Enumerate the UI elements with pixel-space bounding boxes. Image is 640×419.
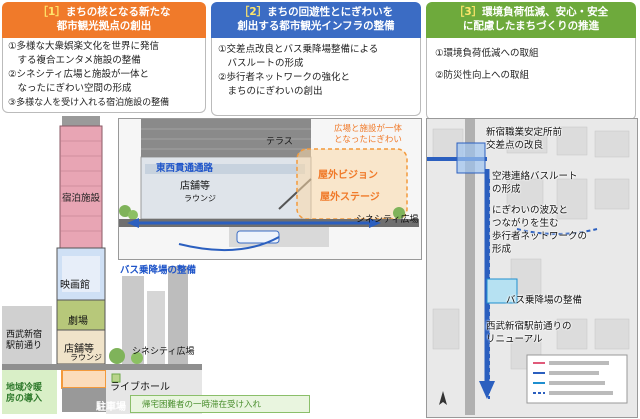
passage-label: 東西貫通通路 (156, 163, 214, 174)
panel-2-title-line2: 創出する都市観光インフラの整備 (237, 20, 395, 32)
map-renewal-label: 西武新宿駅前通りの リニューアル (486, 321, 572, 345)
outdoor-vision-label: 屋外ビジョン (318, 170, 378, 181)
lounge-label: ラウンジ (70, 353, 102, 362)
panel-2-item: バスルートの形成 (218, 58, 304, 69)
panel-2: ［2］まちの回遊性とにぎわいを 創出する都市観光インフラの整備 ①交差点改良とバ… (211, 2, 421, 116)
panel-2-body: ①交差点改良とバス乗降場整備による バスルートの形成 ②歩行者ネットワークの強化… (211, 38, 421, 116)
panel-3-number: ［3］ (453, 6, 483, 18)
section-shops-label: 店舗等 (180, 181, 210, 192)
panel-2-item: まちのにぎわいの創出 (218, 86, 323, 97)
map-network-label: にぎわいの波及と つながりを生む 歩行者ネットワークの 形成 (492, 205, 588, 255)
panel-3-item: ②防災性向上への取組 (435, 70, 530, 81)
panel-1-title-line2: 都市観光拠点の創出 (56, 20, 152, 32)
panel-3-item: ①環境負荷低減への取組 (435, 48, 539, 59)
terrace-label: テラス (266, 137, 293, 147)
panel-2-header: ［2］まちの回遊性とにぎわいを 創出する都市観光インフラの整備 (211, 2, 421, 38)
panel-2-item: ①交差点改良とバス乗降場整備による (218, 44, 379, 55)
cinema-label: 映画館 (60, 280, 90, 291)
section-diagram (119, 119, 419, 252)
panel-2-item: ②歩行者ネットワークの強化と (218, 72, 351, 83)
panel-3-body: ①環境負荷低減への取組 ②防災性向上への取組 (426, 38, 636, 120)
map-diagram (427, 119, 630, 415)
panel-3-header: ［3］環境負荷低減、安心・安全 に配慮したまちづくりの推進 (426, 2, 636, 38)
panel-3-title-line2: に配慮したまちづくりの推進 (462, 20, 600, 32)
panel-1-number: ［1］ (37, 6, 66, 18)
district-cooling-label: 地域冷暖 房の導入 (6, 383, 43, 404)
map-bus-stop-label: バス乗降場の整備 (506, 295, 583, 306)
panel-1-item: する複合エンタメ施設の整備 (8, 55, 141, 66)
panel-2-title-line1: まちの回遊性とにぎわいを (267, 6, 394, 18)
cinecity-label-building: シネシティ広場 (132, 347, 195, 357)
hotel-label: 宿泊施設 (61, 193, 100, 204)
panel-1-item: ③多様な人を受け入れる宿泊施設の整備 (8, 98, 170, 108)
panel-1-header: ［1］まちの核となる新たな 都市観光拠点の創出 (2, 2, 206, 38)
parking-label: 駐車場 (96, 402, 126, 413)
panel-3: ［3］環境負荷低減、安心・安全 に配慮したまちづくりの推進 ①環境負荷低減への取… (426, 2, 636, 120)
panel-1-item: ②シネシティ広場と施設が一体と (8, 69, 149, 80)
panel-1-title-line1: まちの核となる新たな (65, 6, 171, 18)
theater-label: 劇場 (68, 316, 88, 327)
section-cinecity-label: シネシティ広場 (356, 215, 419, 225)
west-street-label: 西武新宿 駅前通り (6, 330, 43, 351)
panel-2-number: ［2］ (238, 6, 268, 18)
section-lounge-label: ラウンジ (184, 194, 216, 203)
evacuee-box (130, 395, 310, 413)
panel-1-body: ①多様な大衆娯楽文化を世界に発信 する複合エンタメ施設の整備 ②シネシティ広場と… (2, 38, 206, 113)
map-intersection-label: 新宿職業安定所前 交差点の改良 (486, 127, 563, 151)
shops-label: 店舗等 (64, 344, 94, 355)
section-bus-stop-label: バス乗降場の整備 (120, 265, 197, 276)
panel-1: ［1］まちの核となる新たな 都市観光拠点の創出 ①多様な大衆娯楽文化を世界に発信… (2, 2, 206, 113)
evacuee-label: 帰宅困難者の一時滞在受け入れ (142, 400, 262, 410)
panel-1-item: なったにぎわい空間の形成 (8, 83, 132, 94)
plaza-note-label: 広場と施設が一体 となったにぎわい (334, 124, 403, 145)
map-bus-route-label: 空港連絡バスルート の形成 (492, 171, 578, 195)
outdoor-stage-label: 屋外ステージ (320, 192, 380, 203)
livehall-label: ライブホール (110, 382, 170, 393)
panel-3-title-line1: 環境負荷低減、安心・安全 (482, 6, 609, 18)
panel-1-item: ①多様な大衆娯楽文化を世界に発信 (8, 41, 160, 52)
